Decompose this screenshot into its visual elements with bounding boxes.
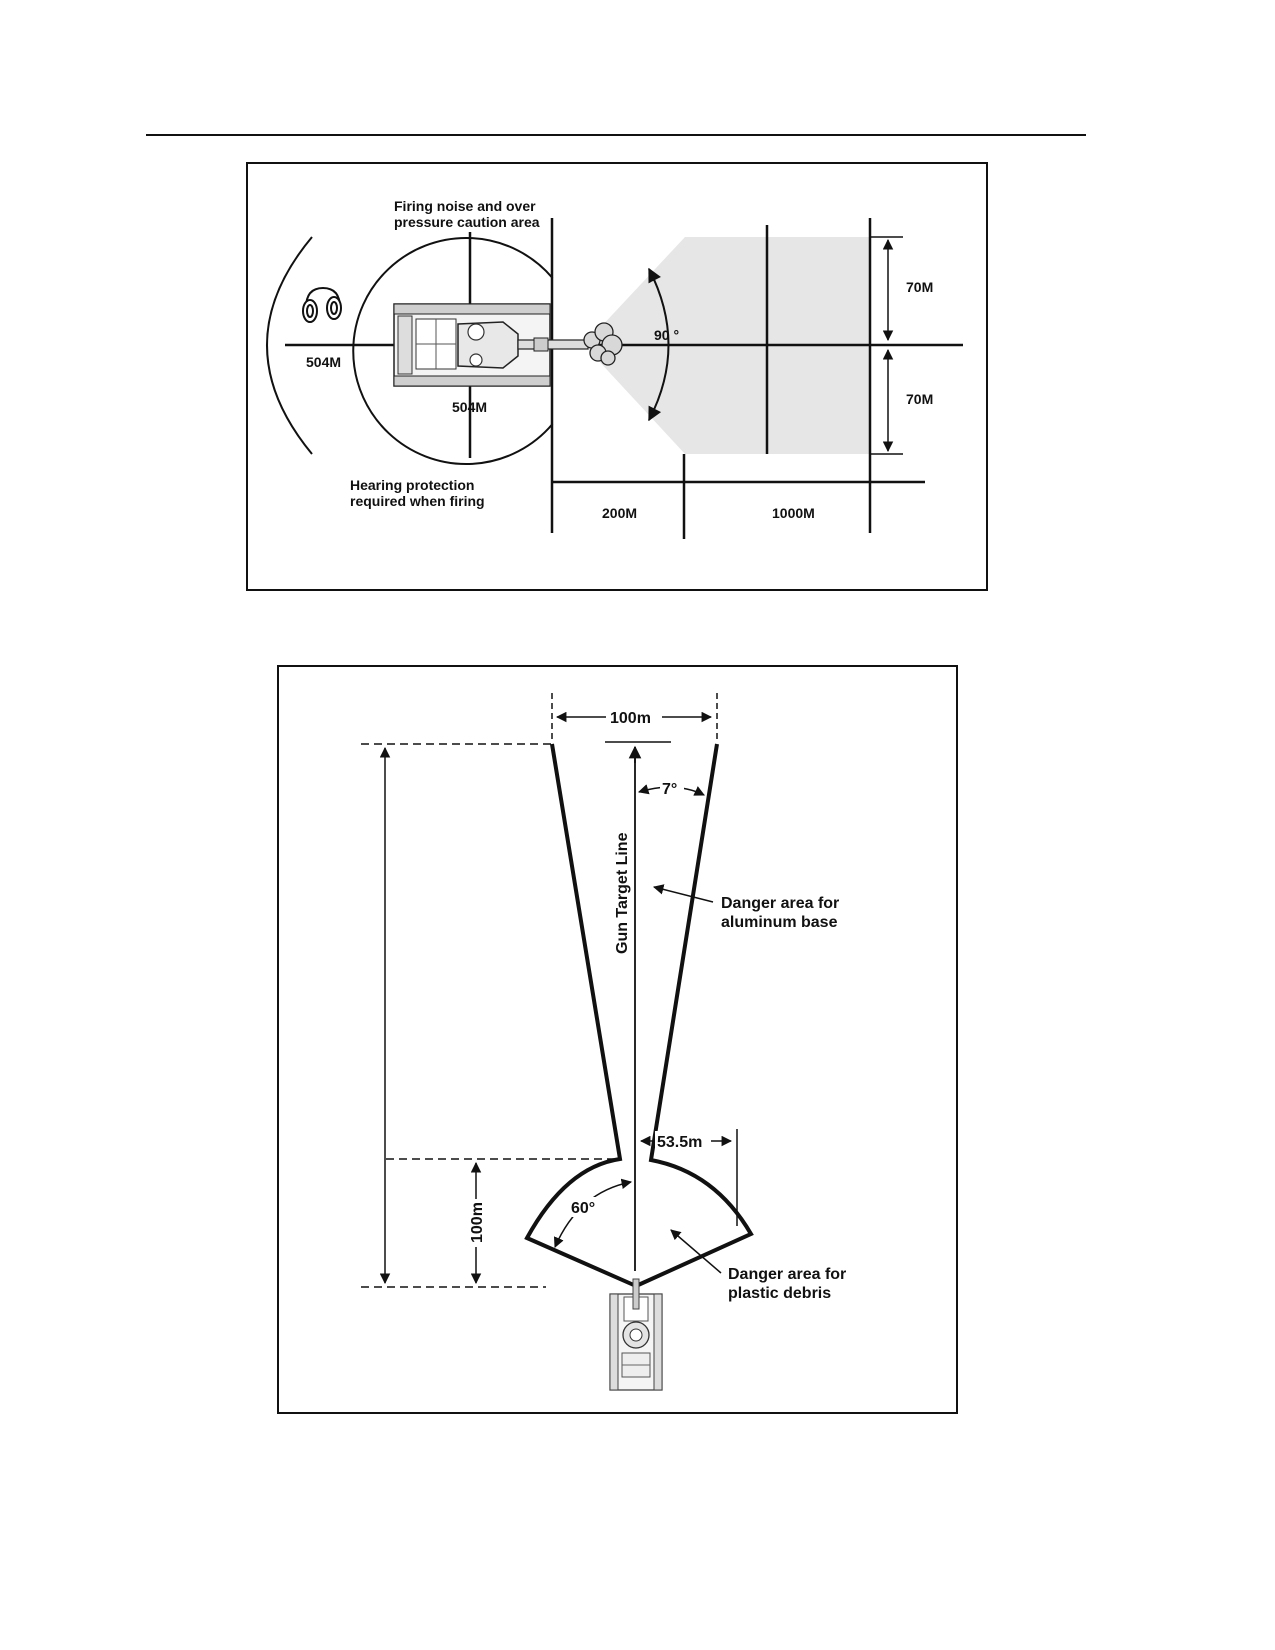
tank-front-view-icon [609, 1278, 663, 1391]
plastic-pointer [670, 1229, 722, 1274]
hearing-label-line1: Hearing protection [350, 477, 474, 493]
angle-label: 90 ° [654, 327, 679, 343]
offset-label-bg [655, 1131, 711, 1151]
aluminum-pointer [652, 884, 714, 903]
upper-width-label: 70M [906, 279, 933, 295]
lower-width-label: 70M [906, 391, 933, 407]
headphones-icon [302, 286, 342, 323]
danger-area-outline [524, 743, 754, 1289]
far-distance-label: 1000M [772, 505, 815, 521]
firing-noise-svg: Firing noise and over pressure caution a… [266, 198, 963, 539]
tank-top-view-icon [393, 303, 589, 387]
top-width-label-bg [606, 707, 662, 727]
angle-large-label: 60° [571, 1200, 595, 1217]
axis-label: Gun Target Line [614, 832, 631, 954]
aluminum-label-line1: Danger area for [721, 895, 839, 912]
caution-label-line2: pressure caution area [394, 214, 540, 230]
offset-label: 53.5m [657, 1134, 702, 1151]
angle-large-label-bg [569, 1197, 601, 1217]
outer-arc [266, 236, 313, 455]
angle-small-label: 7° [662, 781, 677, 798]
hearing-label-line2: required when firing [350, 493, 485, 509]
angle-arc-90 [648, 267, 670, 422]
circle-radius-label: 504M [452, 399, 487, 415]
caution-circle [352, 237, 554, 465]
debris-danger-svg: 100m 100m Gun Target Line 7° Danger area… [361, 693, 846, 1391]
top-width-label: 100m [610, 710, 651, 727]
muzzle-smoke-icon [583, 322, 623, 366]
fan-depth-label: 100m [469, 1202, 486, 1243]
caution-label-line1: Firing noise and over [394, 198, 536, 214]
figure-debris-danger-area: 100m 100m Gun Target Line 7° Danger area… [277, 665, 958, 1414]
outer-radius-label: 504M [306, 354, 341, 370]
header-rule [146, 134, 1086, 136]
figure-firing-noise-diagram: Firing noise and over pressure caution a… [246, 162, 988, 591]
near-distance-label: 200M [602, 505, 637, 521]
angle-small-label-bg [660, 779, 684, 797]
fan-depth-label-bg [465, 1199, 487, 1247]
plastic-label-line1: Danger area for [728, 1266, 846, 1283]
plastic-label-line2: plastic debris [728, 1285, 831, 1302]
aluminum-label-line2: aluminum base [721, 914, 838, 931]
